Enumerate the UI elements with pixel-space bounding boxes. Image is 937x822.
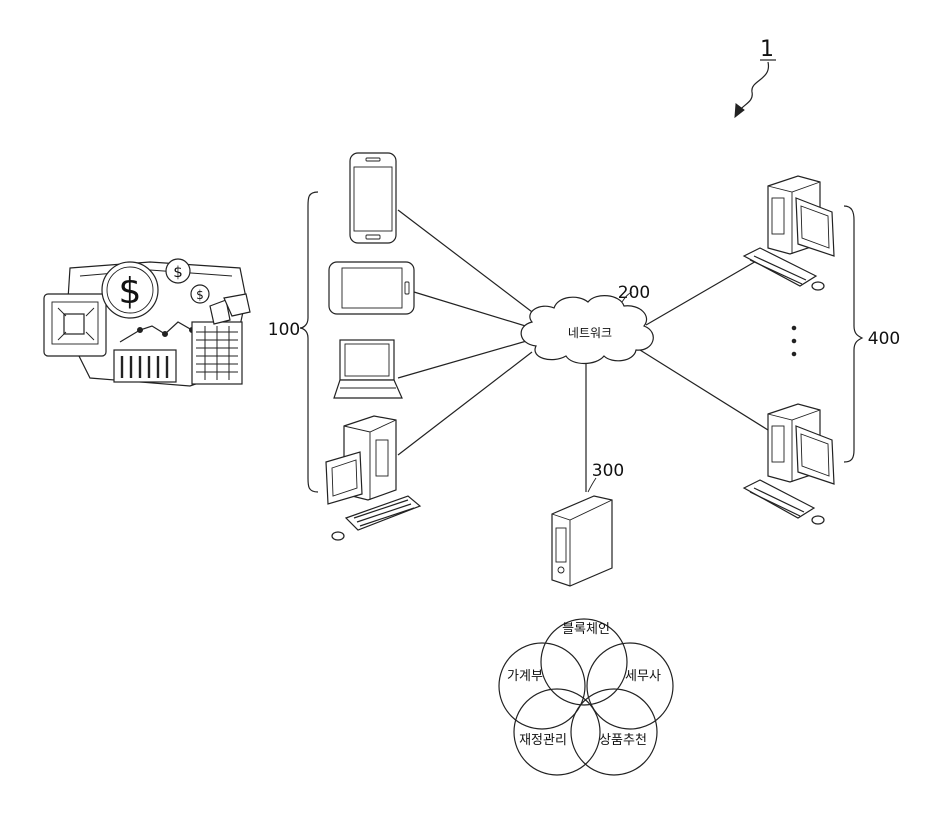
- service-label-blockchain: 블록체인: [562, 622, 610, 637]
- svg-text:$: $: [196, 288, 204, 302]
- service-label-taxaccountant: 세무사: [625, 669, 661, 684]
- network-cloud: 네트워크 200: [521, 283, 653, 364]
- service-circle-product: [571, 689, 657, 775]
- server-device: 300: [552, 461, 624, 586]
- network-label: 네트워크: [568, 326, 612, 340]
- svg-text:$: $: [119, 271, 142, 312]
- service-label-finance: 재정관리: [519, 733, 567, 748]
- partner-group-bracket: 400: [844, 206, 900, 462]
- tablet-device: [329, 262, 414, 314]
- service-circle-finance: [514, 689, 600, 775]
- system-reference: 1: [735, 37, 776, 117]
- system-ref-label: 1: [760, 37, 774, 62]
- partner-ellipsis: [792, 326, 796, 356]
- services-venn: 블록체인 가계부 세무사 재정관리 상품추천: [499, 619, 673, 775]
- desktop-pc-client: [326, 416, 420, 540]
- smartphone-device: [350, 153, 396, 243]
- service-label-ledger: 가계부: [507, 669, 543, 684]
- client-group-label: 100: [268, 320, 300, 340]
- client-group-bracket: 100: [268, 192, 318, 492]
- laptop-device: [334, 340, 402, 398]
- partner-group-label: 400: [868, 329, 900, 349]
- server-ref-label: 300: [592, 461, 624, 481]
- desktop-pc-partner-bottom: [744, 404, 834, 524]
- desktop-pc-partner-top: [744, 176, 834, 290]
- svg-text:$: $: [173, 263, 183, 281]
- network-ref-label: 200: [618, 283, 650, 303]
- service-label-product: 상품추천: [599, 733, 647, 748]
- finance-illustration: $ $ $: [44, 259, 250, 386]
- service-circle-taxaccountant: [587, 643, 673, 729]
